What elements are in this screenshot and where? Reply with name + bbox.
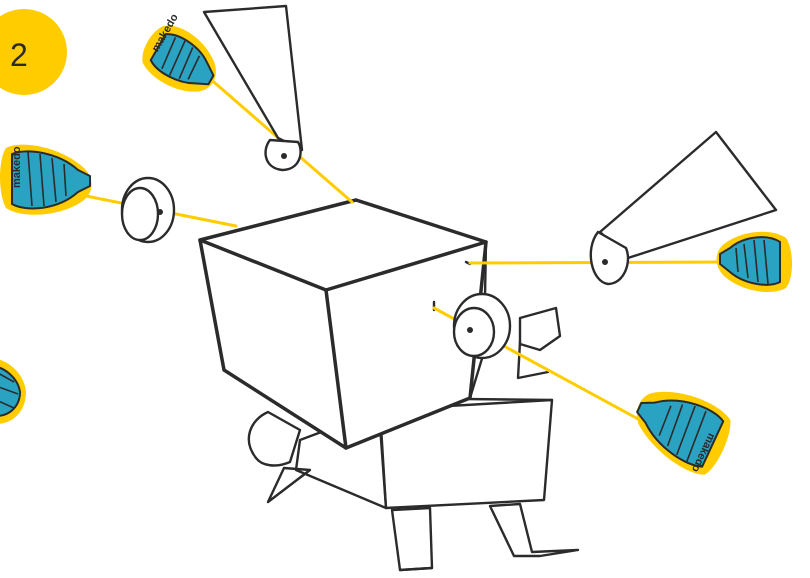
step-number: 2 xyxy=(10,37,28,73)
screw-brand-label-left: makedo xyxy=(11,146,23,188)
screw-partial xyxy=(0,358,26,424)
back-leg xyxy=(249,412,310,502)
screw-left: makedo xyxy=(0,145,92,215)
screw-right xyxy=(717,232,793,292)
robot-legs xyxy=(392,504,578,570)
front-washer xyxy=(454,294,510,358)
left-washer xyxy=(122,178,174,242)
step-badge: 2 xyxy=(0,9,67,95)
screw-lower: makedo xyxy=(622,376,738,480)
side-tab xyxy=(518,308,560,378)
